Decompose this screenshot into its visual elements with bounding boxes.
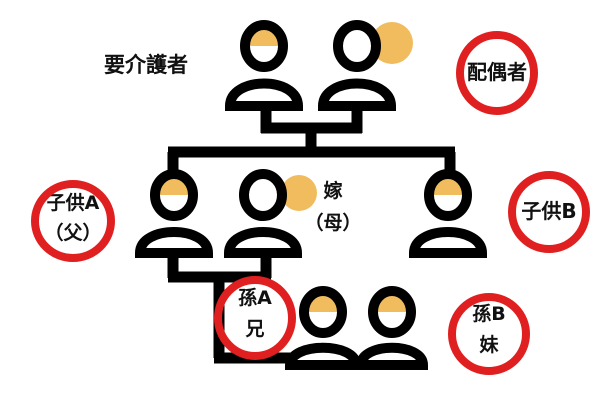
spouse-person-icon [317, 20, 413, 111]
daughter-in-law-mother-label: （母） [304, 212, 362, 234]
grandchild-b-sister-label: 妹 [479, 334, 499, 356]
child-b-label: 子供B [521, 199, 577, 223]
child-a-father-label: （父） [44, 222, 102, 244]
body-shape [408, 227, 488, 258]
body-shape [224, 78, 304, 111]
body-shape [134, 227, 214, 258]
head-outline [240, 20, 288, 72]
child-a-person-icon [134, 169, 214, 258]
hair-bun [281, 175, 317, 211]
body-shape [223, 227, 303, 258]
head-outline [368, 286, 416, 338]
grandchild-b-label: 孫B [472, 303, 506, 325]
grandchild-a-label: 孫A [238, 287, 272, 309]
grandchild-a-brother-label: 兄 [245, 318, 265, 340]
head-outline [424, 169, 472, 221]
grandchild-b-person-icon [355, 286, 429, 370]
head-outline [299, 286, 347, 338]
body-shape [284, 342, 362, 370]
grandchild-a-person-icon [284, 286, 362, 370]
body-shape [355, 342, 429, 370]
head-outline [239, 169, 287, 221]
hair-bun [371, 22, 413, 64]
care-recipient-person-icon [224, 20, 304, 111]
daughter-in-law-label: 嫁 [323, 180, 343, 202]
care-recipient-label: 要介護者 [104, 53, 188, 77]
head-outline [150, 169, 198, 221]
spouse-label: 配偶者 [467, 60, 527, 84]
child-b-person-icon [408, 169, 488, 258]
body-shape [317, 78, 397, 111]
child-a-label: 子供A [46, 192, 100, 214]
daughter-in-law-person-icon [223, 169, 317, 258]
head-outline [333, 20, 381, 72]
